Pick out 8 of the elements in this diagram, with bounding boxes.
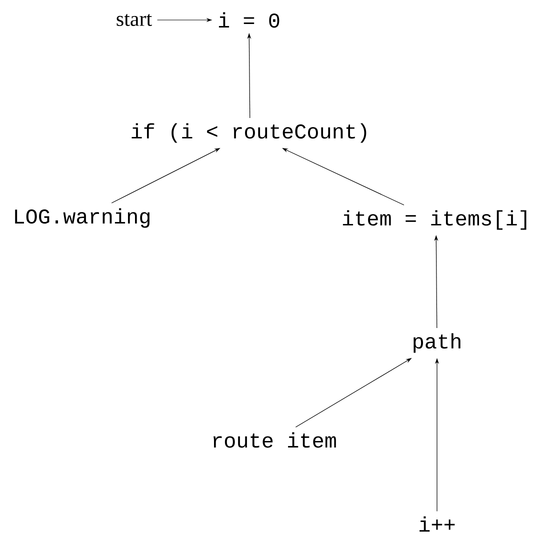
start-label: start: [116, 14, 152, 26]
code-label: if (i < routeCount): [132, 123, 366, 143]
code-label: route item: [213, 432, 336, 448]
code-label: LOG.warning: [15, 208, 150, 228]
code-label: i++: [420, 516, 455, 532]
code-label: path: [414, 333, 460, 353]
code-label: i = 0: [218, 12, 280, 28]
code-label: item = items[i]: [342, 210, 526, 230]
